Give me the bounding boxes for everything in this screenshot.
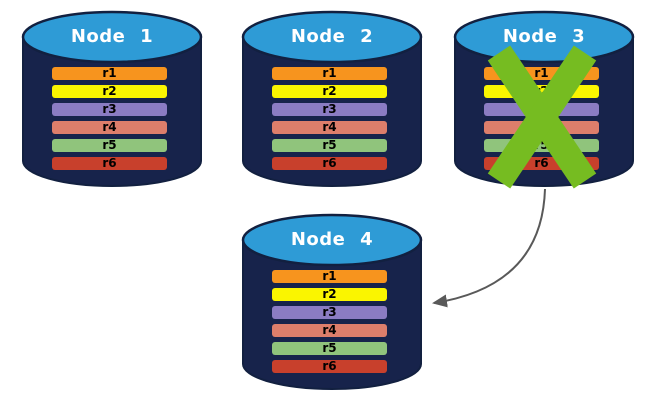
replica-bar-r1: r1 [272,270,387,283]
replica-bar-r2: r2 [272,85,387,98]
node-1: Node 1 r1 r2 r3 r4 r5 r6 [20,8,204,190]
node-label: Node 3 [502,26,586,47]
replica-bar-r4: r4 [272,324,387,337]
replica-bar-r6: r6 [52,157,167,170]
replica-bar-r5: r5 [272,139,387,152]
replica-bar-r2: r2 [272,288,387,301]
node-2: Node 2 r1 r2 r3 r4 r5 r6 [240,8,424,190]
replica-bar-r1: r1 [52,67,167,80]
node-label: Node 1 [70,26,154,47]
node-label: Node 4 [290,229,374,250]
replica-bar-r3: r3 [272,103,387,116]
node-label: Node 2 [290,26,374,47]
replica-bar-r3: r3 [272,306,387,319]
replica-bar-r4: r4 [52,121,167,134]
replica-bar-r4: r4 [272,121,387,134]
node-3: Node 3 r1 r2 r3 r4 r5 r6 [452,8,636,190]
replica-bar-r6: r6 [272,360,387,373]
replica-bar-r5: r5 [272,342,387,355]
replica-bar-r5: r5 [52,139,167,152]
replica-bar-r1: r1 [272,67,387,80]
replica-bar-r6: r6 [272,157,387,170]
replica-bar-r2: r2 [52,85,167,98]
node-4: Node 4 r1 r2 r3 r4 r5 r6 [240,211,424,393]
replica-list: r1 r2 r3 r4 r5 r6 [272,67,387,175]
replica-bar-r3: r3 [52,103,167,116]
failure-x-icon [487,45,597,189]
replica-list: r1 r2 r3 r4 r5 r6 [272,270,387,378]
replica-list: r1 r2 r3 r4 r5 r6 [52,67,167,175]
